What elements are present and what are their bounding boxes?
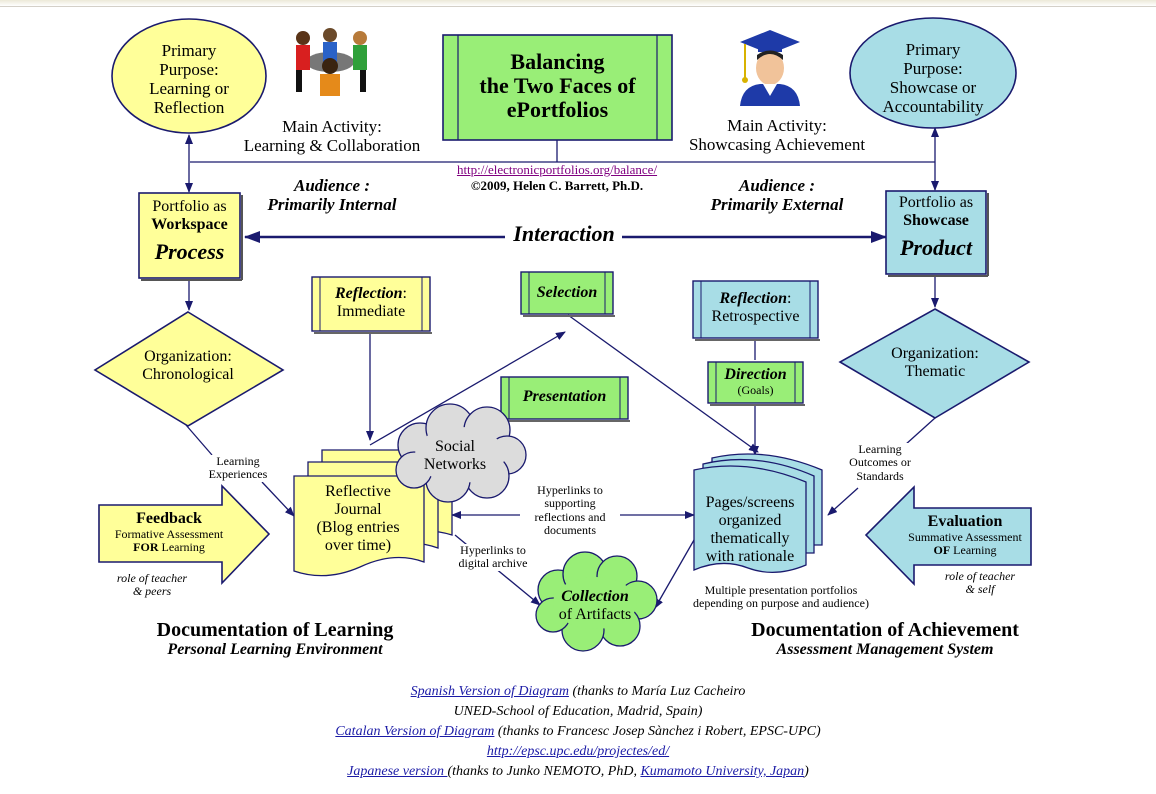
reflection-immediate-box bbox=[311, 276, 432, 334]
line-org-to-outcomes bbox=[904, 417, 936, 446]
presentation-box bbox=[500, 376, 630, 422]
reflection-retro-text: Reflection: Retrospective bbox=[711, 290, 800, 325]
footer-line-spanish: Spanish Version of Diagram (thanks to Ma… bbox=[410, 684, 746, 699]
copyright-text: ©2009, Helen C. Barrett, Ph.D. bbox=[470, 178, 644, 193]
reflection-retro-box bbox=[692, 280, 820, 341]
catalan-url-link[interactable]: http://epsc.upc.edu/projectes/ed/ bbox=[486, 744, 670, 759]
reflection-immediate-text: Reflection: Immediate bbox=[335, 285, 407, 320]
org-left-text: Organization:Chronological bbox=[142, 348, 234, 383]
collection-cloud bbox=[535, 551, 658, 652]
role-left-text: role of teacher& peers bbox=[116, 571, 188, 599]
graduate-icon bbox=[740, 30, 800, 106]
doc-achievement-text: Documentation of Achievement Assessment … bbox=[751, 619, 1019, 659]
showcase-text: Portfolio as Showcase Product bbox=[898, 194, 974, 260]
footer-line-japanese: Japanese version (thanks to Junko NEMOTO… bbox=[347, 764, 809, 779]
workspace-box bbox=[138, 192, 241, 279]
doc-learning-text: Documentation of Learning Personal Learn… bbox=[156, 619, 394, 659]
right-activity-text: Main Activity:Showcasing Achievement bbox=[688, 116, 866, 155]
role-right-text: role of teacher& self bbox=[944, 569, 1016, 597]
arrow-selection-to-pages bbox=[567, 314, 759, 453]
left-activity-text: Main Activity:Learning & Collaboration bbox=[243, 117, 421, 156]
japanese-version-link[interactable]: Japanese version bbox=[347, 764, 448, 779]
feedback-arrow bbox=[98, 484, 271, 585]
evaluation-text: Evaluation Summative Assessment OF Learn… bbox=[908, 513, 1022, 558]
workspace-text: Portfolio as Workspace Process bbox=[151, 198, 228, 264]
org-right-text: Organization:Thematic bbox=[891, 345, 979, 380]
arrow-pages-to-collection bbox=[654, 539, 695, 609]
footer-line-catalan: Catalan Version of Diagram (thanks to Fr… bbox=[335, 724, 821, 739]
right-purpose-ellipse bbox=[849, 17, 1017, 129]
kumamoto-university-link[interactable]: Kumamoto University, Japan bbox=[640, 764, 805, 779]
right-audience-text: Audience :Primarily External bbox=[710, 176, 844, 215]
interaction-label: Interaction bbox=[513, 221, 615, 246]
catalan-version-link[interactable]: Catalan Version of Diagram bbox=[335, 724, 495, 739]
line-org-to-experiences-1 bbox=[185, 424, 213, 456]
pages-stack bbox=[693, 453, 823, 573]
direction-text: Direction (Goals) bbox=[724, 366, 787, 397]
org-right-diamond bbox=[838, 308, 1031, 419]
feedback-text: Feedback Formative Assessment FOR Learni… bbox=[114, 510, 224, 555]
selection-text: Selection bbox=[536, 284, 598, 301]
browser-top-edge bbox=[0, 0, 1156, 7]
connector-lines bbox=[185, 127, 939, 609]
left-audience-text: Audience :Primarily Internal bbox=[267, 176, 397, 215]
arrow-experiences-to-journal bbox=[261, 481, 295, 517]
presentation-text: Presentation bbox=[522, 388, 607, 405]
org-left-diamond bbox=[93, 311, 285, 427]
balance-url-link[interactable]: http://electronicportfolios.org/balance/ bbox=[456, 162, 658, 177]
spanish-version-link[interactable]: Spanish Version of Diagram bbox=[410, 684, 569, 699]
footer-line-catalan-url: http://epsc.upc.edu/projectes/ed/ bbox=[0, 744, 1156, 760]
social-cloud bbox=[395, 403, 527, 503]
evaluation-arrow bbox=[864, 485, 1032, 586]
arrow-journal-to-selection bbox=[369, 331, 566, 446]
selection-box bbox=[520, 271, 615, 317]
showcase-box bbox=[885, 190, 987, 275]
collaboration-people-icon bbox=[296, 28, 367, 96]
footer-line-spanish-2: UNED-School of Education, Madrid, Spain) bbox=[453, 704, 703, 719]
left-purpose-ellipse bbox=[111, 18, 267, 134]
direction-box bbox=[707, 361, 805, 406]
arrow-outcomes-to-pages bbox=[827, 487, 859, 516]
title-box bbox=[442, 34, 673, 141]
